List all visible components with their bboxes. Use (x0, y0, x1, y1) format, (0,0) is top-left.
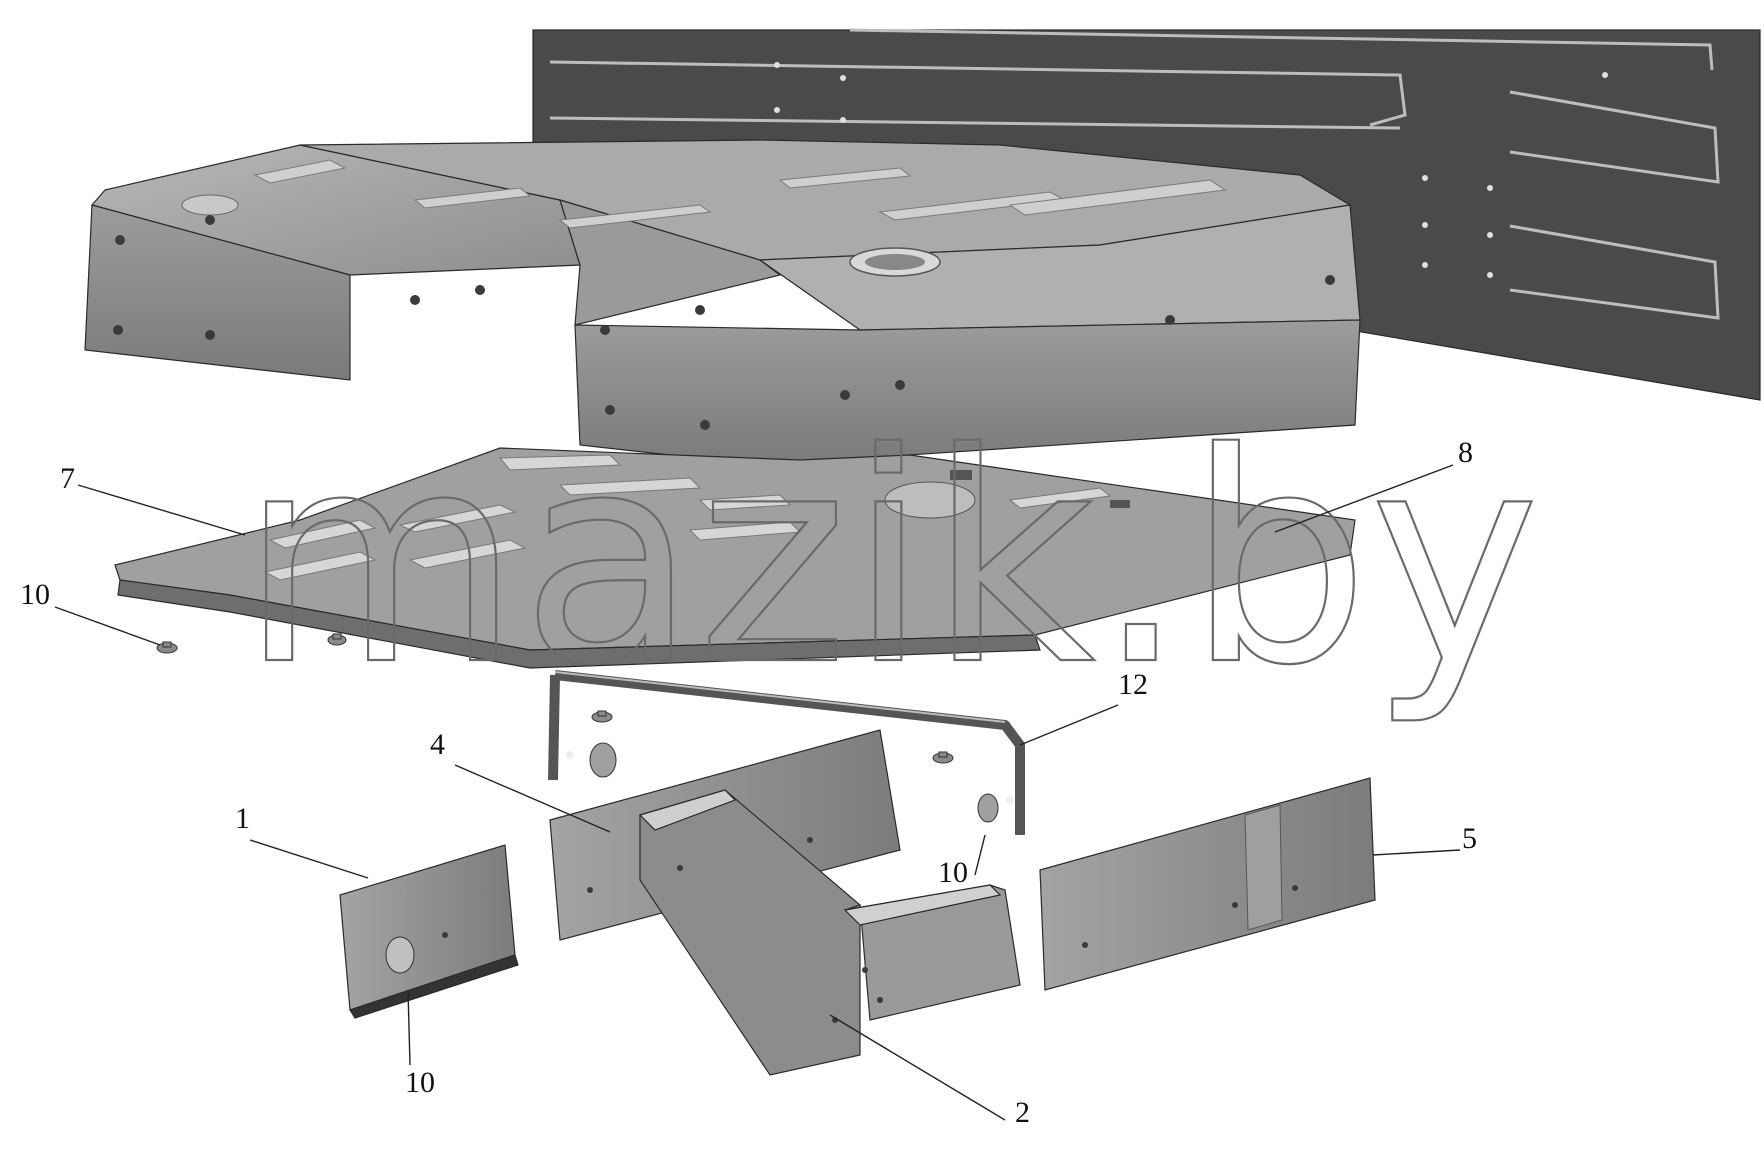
callout-8: 8 (1458, 436, 1473, 469)
leader-lines (54, 464, 1461, 1121)
callout-10-center: 10 (938, 856, 968, 889)
callout-5: 5 (1462, 822, 1477, 855)
bracket-strap (548, 670, 1025, 835)
callout-7: 7 (60, 462, 75, 495)
callout-10-bottom: 10 (405, 1066, 435, 1099)
floor-plate (114, 447, 1356, 669)
callout-2: 2 (1015, 1096, 1030, 1129)
callout-4: 4 (430, 728, 445, 761)
callout-12: 12 (1118, 668, 1148, 701)
watermark: mazik.by (240, 392, 1540, 729)
fastener-clip (156, 633, 954, 764)
callout-10-left: 10 (20, 578, 50, 611)
callout-1: 1 (235, 802, 250, 835)
cover-part-1 (339, 844, 519, 1019)
bracket-part-2 (638, 789, 1021, 1076)
tunnel-cover-assembly (84, 139, 1361, 466)
panel-part-5 (1039, 777, 1376, 991)
callout-labels: 1 2 4 5 7 8 10 10 10 12 (20, 436, 1477, 1129)
